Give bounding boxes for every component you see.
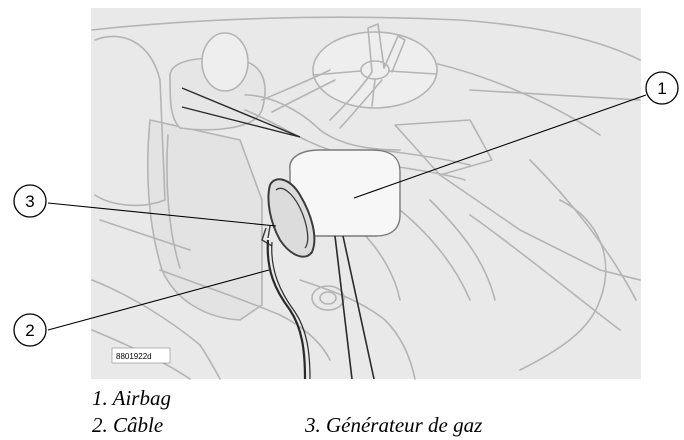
callout-1: 1 — [645, 71, 679, 105]
anchor-line — [334, 235, 375, 380]
figure-code-box: 8801922d — [111, 347, 171, 364]
car-interior-line-art — [91, 16, 641, 380]
seatbelt-lines — [181, 87, 301, 138]
callout-2: 2 — [13, 313, 47, 347]
callout-3: 3 — [13, 184, 47, 218]
figure-code: 8801922d — [116, 352, 152, 361]
callout-1-label: 1 — [657, 79, 666, 98]
callout-2-label: 2 — [25, 321, 34, 340]
caption-gas-generator: 3. Générateur de gaz — [305, 413, 483, 437]
leader-lines — [47, 94, 647, 331]
caption-cable: 2. Câble — [92, 413, 164, 437]
cable — [266, 239, 307, 380]
caption-airbag: 1. Airbag — [92, 386, 171, 410]
callout-3-label: 3 — [25, 192, 34, 211]
